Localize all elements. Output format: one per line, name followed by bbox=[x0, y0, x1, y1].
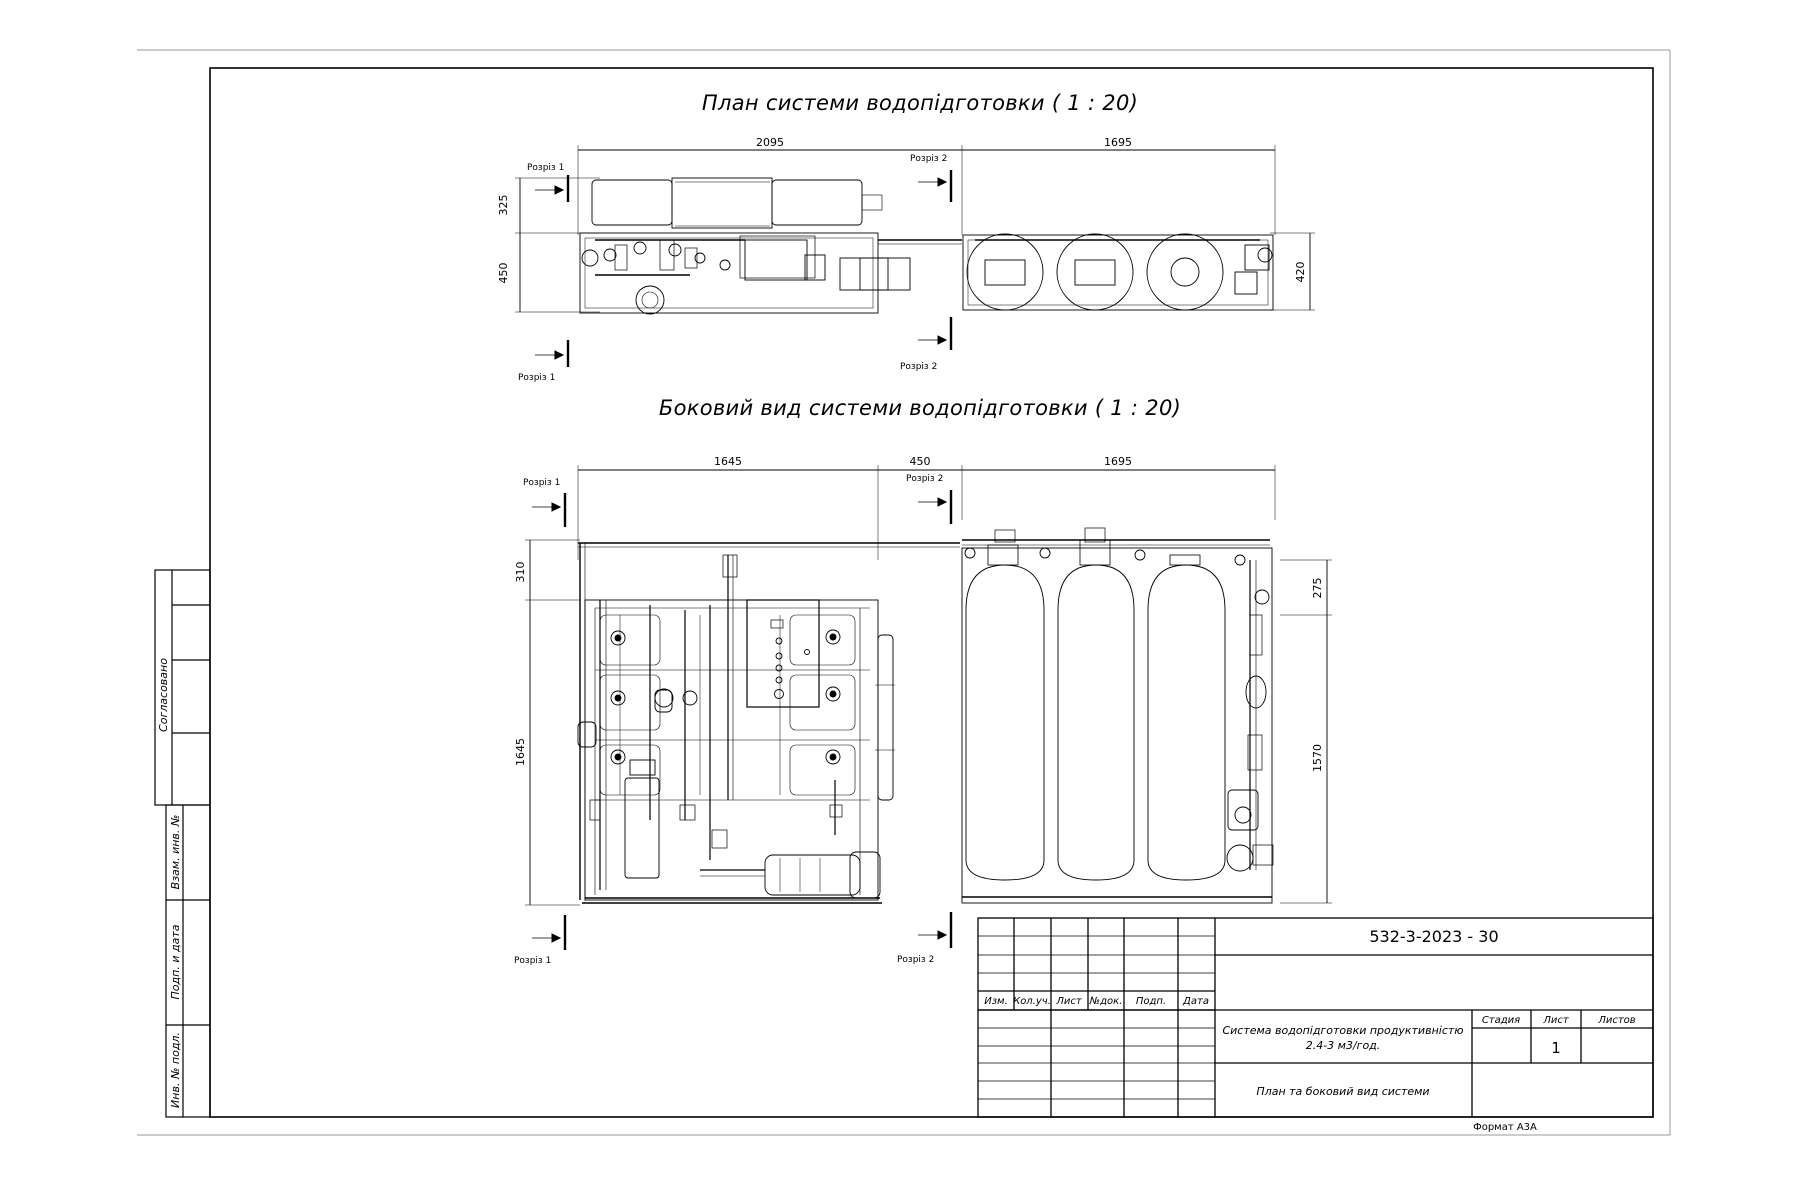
drawing-title: План та боковий вид системи bbox=[1256, 1085, 1429, 1098]
side-dim-length-left: 1645 bbox=[714, 455, 742, 468]
plan-dim-height-mid: 450 bbox=[497, 263, 510, 284]
side-dim-height-right-top: 275 bbox=[1311, 578, 1324, 599]
plan-section-2-bottom: Розріз 2 bbox=[900, 362, 937, 372]
side-stamp bbox=[154, 569, 211, 1118]
col-header-kol-uch: Кол.уч. bbox=[1013, 996, 1051, 1007]
side-dim-height-main: 1645 bbox=[514, 738, 527, 766]
sheets-label: Листов bbox=[1597, 1015, 1635, 1026]
side-section-1-top: Розріз 1 bbox=[523, 478, 560, 488]
plan-section-markers bbox=[535, 170, 953, 367]
col-header-list: Лист bbox=[1055, 996, 1083, 1007]
col-header-n-dok: №док. bbox=[1089, 996, 1123, 1007]
system-description-line2: 2.4-3 м3/год. bbox=[1306, 1039, 1381, 1052]
col-header-data: Дата bbox=[1182, 996, 1209, 1007]
plan-section-1-bottom: Розріз 1 bbox=[518, 373, 555, 383]
plan-section-2-top: Розріз 2 bbox=[910, 154, 947, 164]
side-stamp-inv: Инв. № подл. bbox=[169, 1032, 182, 1108]
plan-dim-height-top: 325 bbox=[497, 195, 510, 216]
title-block bbox=[977, 917, 1654, 1118]
format-label: Формат А3А bbox=[1473, 1122, 1537, 1133]
side-dim-length-gap: 450 bbox=[910, 455, 931, 468]
plan-view-title: План системи водопідготовки ( 1 : 20) bbox=[702, 91, 1138, 115]
side-section-1-bottom: Розріз 1 bbox=[514, 956, 551, 966]
side-section-markers bbox=[532, 490, 953, 950]
plan-dim-height-right: 420 bbox=[1294, 262, 1307, 283]
col-header-podp: Подп. bbox=[1136, 996, 1166, 1007]
plan-dim-length-right: 1695 bbox=[1104, 136, 1132, 149]
plan-dim-length-left: 2095 bbox=[756, 136, 784, 149]
side-section-2-top: Розріз 2 bbox=[906, 474, 943, 484]
col-header-izm: Изм. bbox=[984, 996, 1008, 1007]
stage-label: Стадия bbox=[1482, 1015, 1520, 1026]
side-dim-length-right: 1695 bbox=[1104, 455, 1132, 468]
side-dim-height-right-main: 1570 bbox=[1311, 744, 1324, 772]
sheet-label: Лист bbox=[1542, 1015, 1570, 1026]
side-dim-height-top: 310 bbox=[514, 562, 527, 583]
side-stamp-podp-data: Подп. и дата bbox=[169, 924, 182, 999]
sheet-number: 1 bbox=[1551, 1039, 1561, 1057]
document-code: 532-3-2023 - 30 bbox=[1369, 927, 1498, 946]
plan-section-1-top: Розріз 1 bbox=[527, 163, 564, 173]
side-view-title: Боковий вид системи водопідготовки ( 1 :… bbox=[659, 396, 1181, 420]
system-description-line1: Система водопідготовки продуктивністю bbox=[1222, 1024, 1463, 1037]
side-stamp-agreed: Согласовано bbox=[157, 658, 170, 732]
side-section-2-bottom: Розріз 2 bbox=[897, 955, 934, 965]
plan-view bbox=[515, 145, 1315, 315]
side-stamp-vzam: Взам. инв. № bbox=[169, 815, 182, 890]
side-view bbox=[525, 465, 1332, 906]
